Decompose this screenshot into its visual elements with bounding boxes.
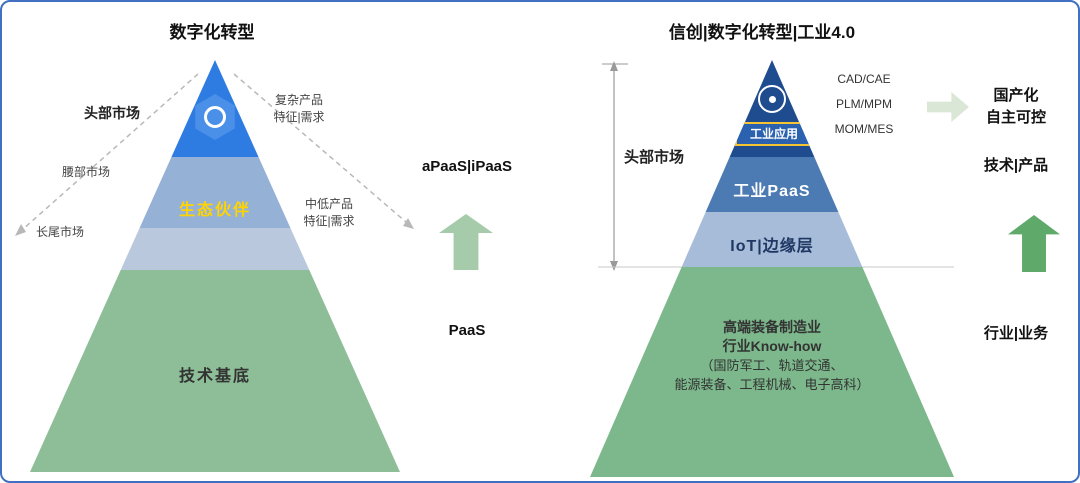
label-localization-line1: 国产化 [993,87,1039,104]
label-waist-market: 腰部市场 [62,165,111,179]
up-arrow-icon-right [1008,215,1060,272]
label-localization-line2: 自主可控 [985,109,1046,126]
label-cad-cae: CAD/CAE [837,72,891,86]
label-head-market-right: 头部市场 [624,149,685,166]
label-complex-product-line2: 特征|需求 [273,110,325,124]
up-arrow-icon-left [439,214,493,270]
label-midlow-product-line1: 中低产品 [304,197,353,211]
label-head-market-left: 头部市场 [84,105,140,121]
industrial-paas-label: 工业PaaS [733,183,811,200]
industrial-app-box: 工业应用 [735,122,813,146]
label-paas: PaaS [448,322,486,339]
tech-base-label: 技术基底 [178,368,251,385]
circle-logo-icon [758,85,786,113]
label-plm-mpm: PLM/MPM [835,97,892,111]
label-industry-business: 行业|业务 [983,325,1049,342]
left-title: 数字化转型 [169,23,255,42]
label-midlow-product-line2: 特征|需求 [303,214,355,228]
right-arrow-icon [927,92,969,122]
label-apaas-ipaas: aPaaS|iPaaS [421,158,513,175]
label-tech-product: 技术|产品 [983,157,1049,174]
base-line-2: 行业Know-how [722,338,822,354]
base-line-4: 能源装备、工程机械、电子高科） [674,377,870,392]
partner-label: 生态伙伴 [178,202,251,219]
left-pyramid-lower-band [30,228,400,270]
label-mom-mes: MOM/MES [834,122,894,136]
label-complex-product-line1: 复杂产品 [274,93,323,107]
label-tail-market: 长尾市场 [36,225,85,239]
base-line-1: 高端装备制造业 [723,319,821,335]
right-title: 信创|数字化转型|工业4.0 [668,23,856,42]
hexagon-logo-icon [195,94,235,140]
right-pyramid-base-text: 高端装备制造业 行业Know-how （国防军工、轨道交通、 能源装备、工程机械… [590,318,954,394]
base-line-3: （国防军工、轨道交通、 [700,358,844,373]
iot-edge-label: IoT|边缘层 [730,238,814,255]
